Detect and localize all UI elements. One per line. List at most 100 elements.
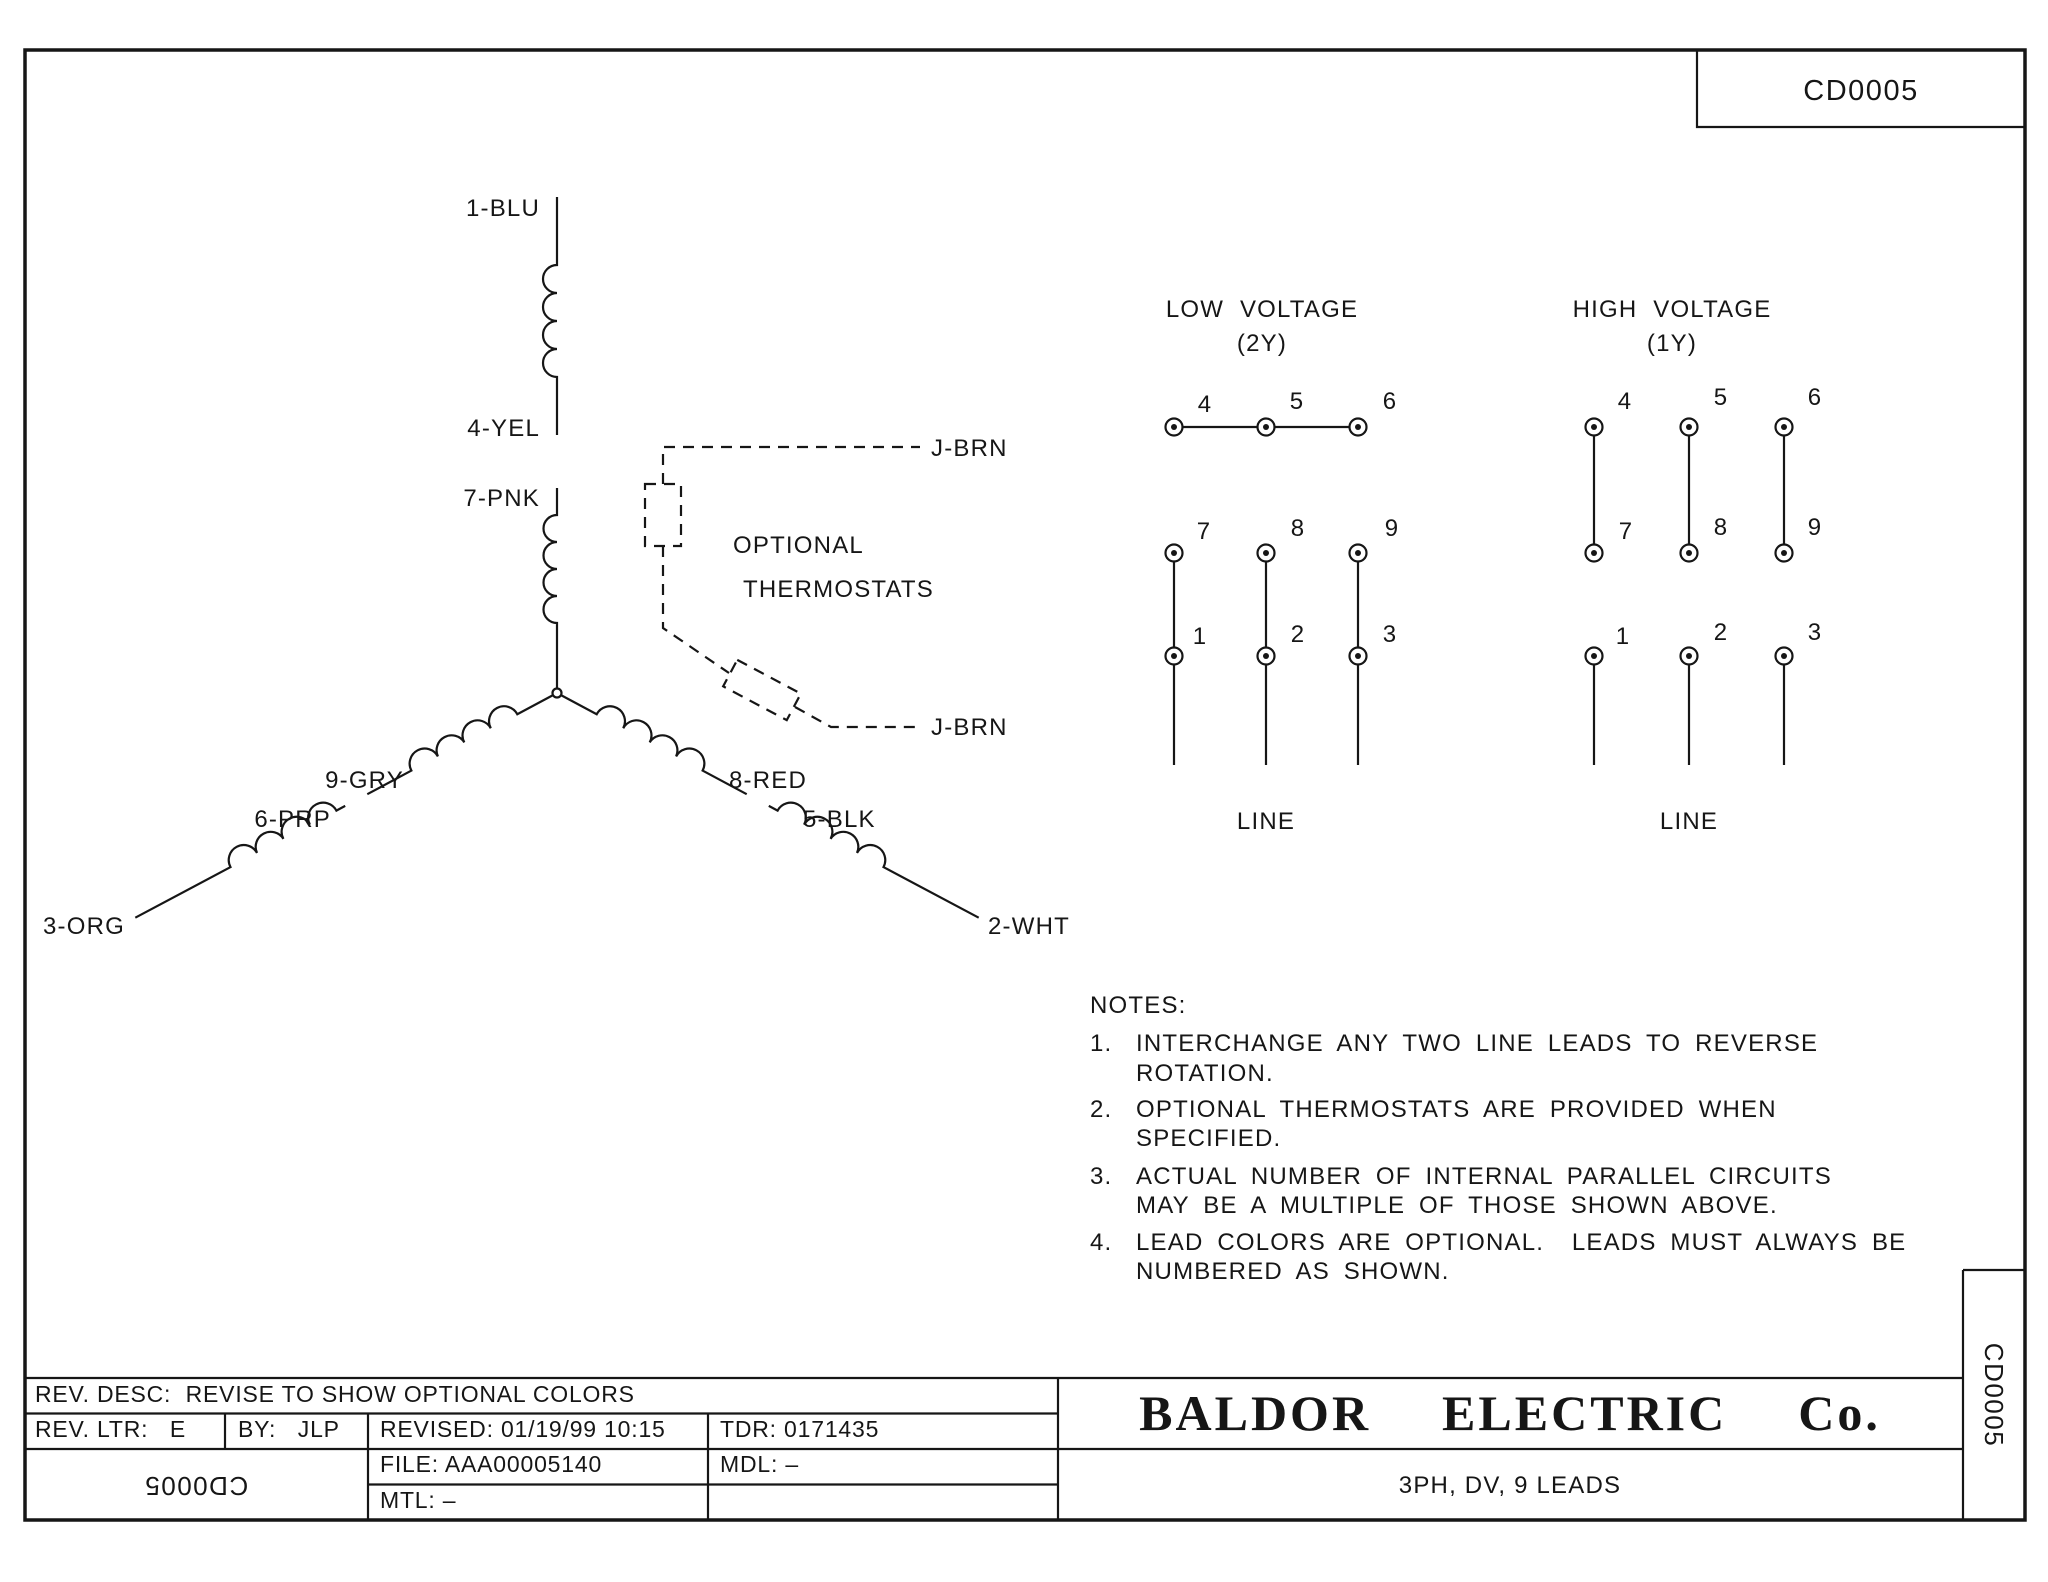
notes-heading: NOTES: [1090, 992, 1187, 1019]
thermostat-lead-bottom-wire [794, 706, 920, 729]
lead-label-7-pnk: 7-PNK [463, 485, 540, 512]
note-4-line-2: NUMBERED AS SHOWN. [1136, 1258, 1450, 1285]
phase-c-inner-coil [556, 692, 748, 796]
lv-terminal-label-5: 5 [1290, 388, 1305, 415]
star-point-junction [551, 687, 563, 699]
lv-terminal-9 [1348, 543, 1368, 563]
drawing-description: 3PH, DV, 9 LEADS [1399, 1472, 1621, 1499]
hv-terminal-9 [1774, 543, 1794, 563]
note-3-number: 3. [1090, 1163, 1112, 1190]
hv-terminal-label-4: 4 [1618, 388, 1633, 415]
note-3-line-2: MAY BE A MULTIPLE OF THOSE SHOWN ABOVE. [1136, 1192, 1778, 1219]
hv-terminal-label-9: 9 [1808, 514, 1823, 541]
lead-label-4-yel: 4-YEL [467, 415, 540, 442]
high-voltage-title: HIGH VOLTAGE [1573, 296, 1772, 323]
lead-label-8-red: 8-RED [729, 767, 807, 794]
title-block: REV. DESC: REVISE TO SHOW OPTIONAL COLOR… [25, 1376, 1963, 1520]
lv-terminal-label-2: 2 [1291, 621, 1306, 648]
lead-label-6-prp: 6-PRP [254, 806, 331, 833]
lead-label-2-wht: 2-WHT [988, 913, 1070, 940]
hv-terminal-7 [1584, 543, 1604, 563]
hv-terminal-3 [1774, 646, 1794, 666]
rev-desc-field: REV. DESC: REVISE TO SHOW OPTIONAL COLOR… [35, 1381, 635, 1407]
lv-line-label: LINE [1237, 808, 1295, 835]
notes-section: NOTES: 1. INTERCHANGE ANY TWO LINE LEADS… [1090, 992, 1906, 1285]
rev-ltr-field: REV. LTR: E [35, 1416, 186, 1442]
low-voltage-title: LOW VOLTAGE [1166, 296, 1358, 323]
note-3-line-1: ACTUAL NUMBER OF INTERNAL PARALLEL CIRCU… [1136, 1163, 1832, 1190]
hv-terminal-8 [1679, 543, 1699, 563]
outer-border [23, 48, 2027, 1522]
thermostat-lead-top-label: J-BRN [931, 435, 1008, 462]
lv-terminal-label-6: 6 [1383, 388, 1398, 415]
note-1-number: 1. [1090, 1030, 1112, 1057]
note-2-line-2: SPECIFIED. [1136, 1125, 1281, 1152]
hv-terminal-label-1: 1 [1616, 623, 1631, 650]
mtl-field: MTL: – [380, 1487, 456, 1513]
revised-field: REVISED: 01/19/99 10:15 [380, 1416, 666, 1442]
hv-terminal-1 [1584, 646, 1604, 666]
doc-number-side: CD0005 [1979, 1343, 2009, 1447]
lv-terminal-label-8: 8 [1291, 515, 1306, 542]
company-name: BALDOR ELECTRIC Co. [1139, 1385, 1881, 1441]
lv-terminal-6 [1348, 417, 1368, 437]
lv-terminal-1 [1164, 646, 1184, 666]
lead-label-5-blk: 5-BLK [803, 806, 876, 833]
lv-terminal-label-3: 3 [1383, 621, 1398, 648]
hv-terminal-label-7: 7 [1619, 518, 1634, 545]
doc-number-flipped: CD0005 [144, 1471, 248, 1501]
phase-a-outer-coil [541, 197, 559, 435]
high-voltage-diagram: HIGH VOLTAGE (1Y) 4 5 6 7 8 9 1 2 3 LINE [1573, 296, 1823, 835]
lead-label-1-blu: 1-BLU [466, 195, 540, 222]
hv-line-label: LINE [1660, 808, 1718, 835]
lv-terminal-label-9: 9 [1385, 515, 1400, 542]
note-2-line-1: OPTIONAL THERMOSTATS ARE PROVIDED WHEN [1136, 1096, 1777, 1123]
thermostat-mid-wire [661, 546, 730, 674]
lv-terminal-3 [1348, 646, 1368, 666]
hv-terminal-label-3: 3 [1808, 619, 1823, 646]
lv-terminal-label-7: 7 [1197, 518, 1212, 545]
hv-terminal-label-2: 2 [1714, 619, 1729, 646]
low-voltage-diagram: LOW VOLTAGE (2Y) 4 5 6 7 8 9 1 2 3 LINE [1164, 296, 1400, 835]
note-4-line-1: LEAD COLORS ARE OPTIONAL. LEADS MUST ALW… [1136, 1229, 1906, 1256]
note-4-number: 4. [1090, 1229, 1112, 1256]
thermostat-symbol-2 [721, 658, 803, 722]
phase-a-inner-coil [542, 488, 559, 688]
thermostat-circuit: J-BRN J-BRN OPTIONAL THERMOSTATS [643, 435, 1008, 741]
thermostat-caption-line2: THERMOSTATS [743, 576, 934, 603]
phase-b-inner-coil [366, 692, 558, 796]
hv-terminal-label-8: 8 [1714, 514, 1729, 541]
doc-number-top: CD0005 [1803, 75, 1918, 107]
by-field: BY: JLP [238, 1416, 340, 1442]
lead-label-3-org: 3-ORG [43, 913, 125, 940]
note-2-number: 2. [1090, 1096, 1112, 1123]
hv-terminal-label-5: 5 [1714, 384, 1729, 411]
hv-terminal-4 [1584, 417, 1604, 437]
lv-terminal-2 [1256, 646, 1276, 666]
hv-terminal-label-6: 6 [1808, 384, 1823, 411]
thermostat-symbol-1 [643, 482, 683, 548]
mdl-field: MDL: – [720, 1451, 799, 1477]
thermostat-caption-line1: OPTIONAL [733, 532, 864, 559]
winding-diagram: 1-BLU 4-YEL 7-PNK 9-GRY 6-PRP 3-ORG 8-RE… [43, 195, 1070, 940]
high-voltage-subtitle: (1Y) [1647, 330, 1697, 357]
phase-b-outer-coil [134, 801, 346, 919]
file-field: FILE: AAA00005140 [380, 1451, 602, 1477]
thermostat-lead-bottom-label: J-BRN [931, 714, 1008, 741]
lv-terminal-label-4: 4 [1198, 391, 1213, 418]
note-1-line-1: INTERCHANGE ANY TWO LINE LEADS TO REVERS… [1136, 1030, 1818, 1057]
phase-c-outer-coil [768, 801, 980, 919]
hv-terminal-6 [1774, 417, 1794, 437]
lv-terminal-4 [1164, 417, 1184, 437]
lv-terminal-8 [1256, 543, 1276, 563]
thermostat-lead-top-wire [661, 445, 920, 484]
lv-terminal-label-1: 1 [1193, 623, 1208, 650]
tdr-field: TDR: 0171435 [720, 1416, 879, 1442]
doc-number-box [1695, 50, 2025, 129]
lv-terminal-7 [1164, 543, 1184, 563]
hv-terminal-2 [1679, 646, 1699, 666]
note-1-line-2: ROTATION. [1136, 1060, 1274, 1087]
low-voltage-subtitle: (2Y) [1237, 330, 1287, 357]
